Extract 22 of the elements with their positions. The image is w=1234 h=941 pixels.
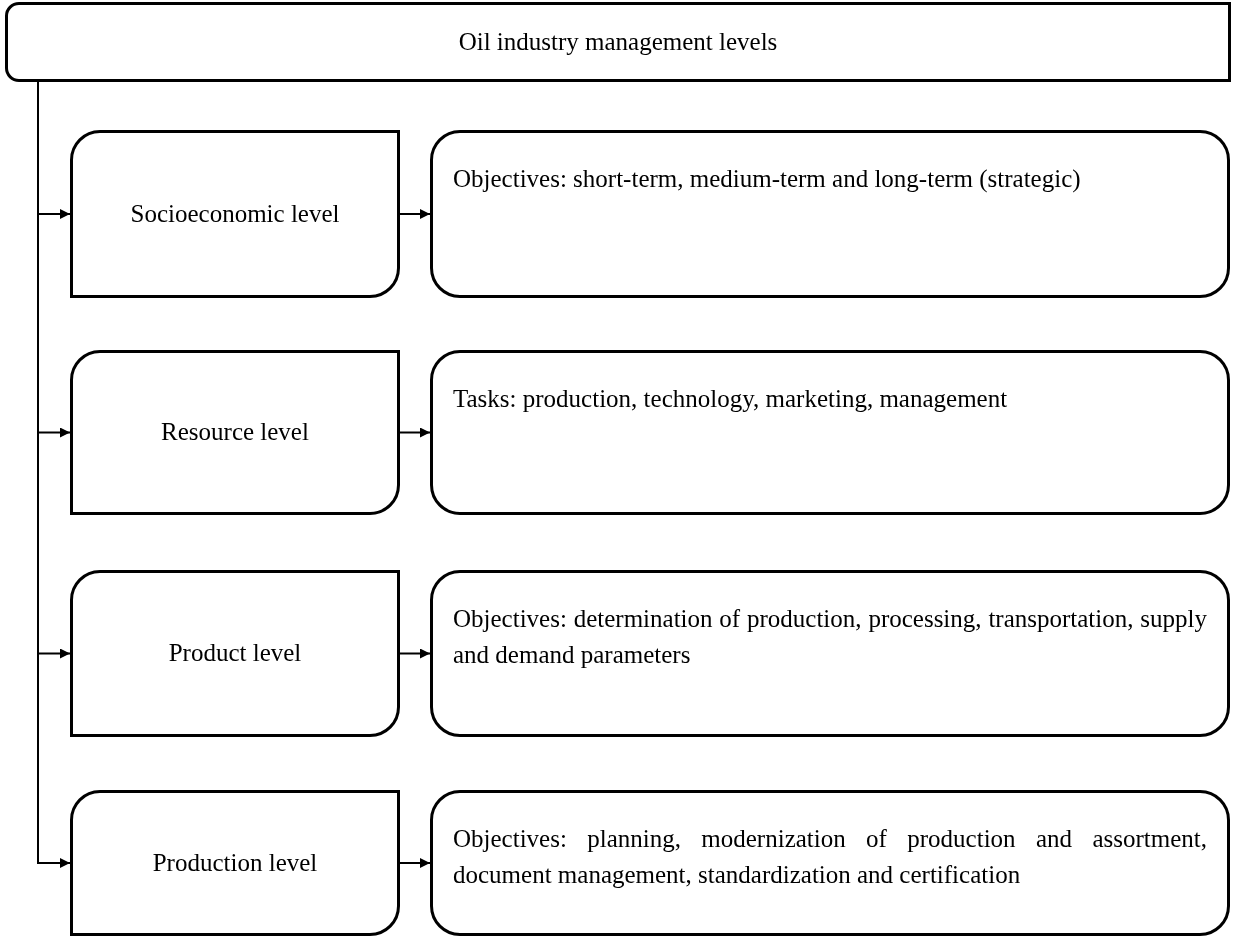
arrow <box>399 427 431 438</box>
box-text: Socioeconomic level <box>130 198 340 229</box>
description-box <box>430 350 1230 515</box>
box-text: Oil industry management levels <box>458 26 778 57</box>
level-box <box>70 350 400 515</box>
description-box <box>430 570 1230 737</box>
description-box <box>430 790 1230 936</box>
level-box <box>70 570 400 737</box>
box-text: Objectives: short-term, medium-term and long-term (strategic) <box>453 164 1082 195</box>
level-box <box>70 130 400 298</box>
box-text: Tasks: production, technology, marketing, management <box>453 384 1009 414</box>
box-text: Product level <box>168 638 302 669</box>
box-text: Objectives: planning, modernization of production and assortment, document management, standardization and certification <box>453 824 1207 891</box>
arrow <box>399 858 431 868</box>
box-text: Production level <box>152 847 318 878</box>
title-box <box>5 2 1231 82</box>
box-text: Resource level <box>161 417 309 448</box>
arrow <box>399 209 431 219</box>
box-text: Objectives: determination of production, processing, transportation, supply and demand parameters <box>453 604 1207 671</box>
arrow <box>399 648 431 659</box>
level-box <box>70 790 400 936</box>
description-box <box>430 130 1230 298</box>
